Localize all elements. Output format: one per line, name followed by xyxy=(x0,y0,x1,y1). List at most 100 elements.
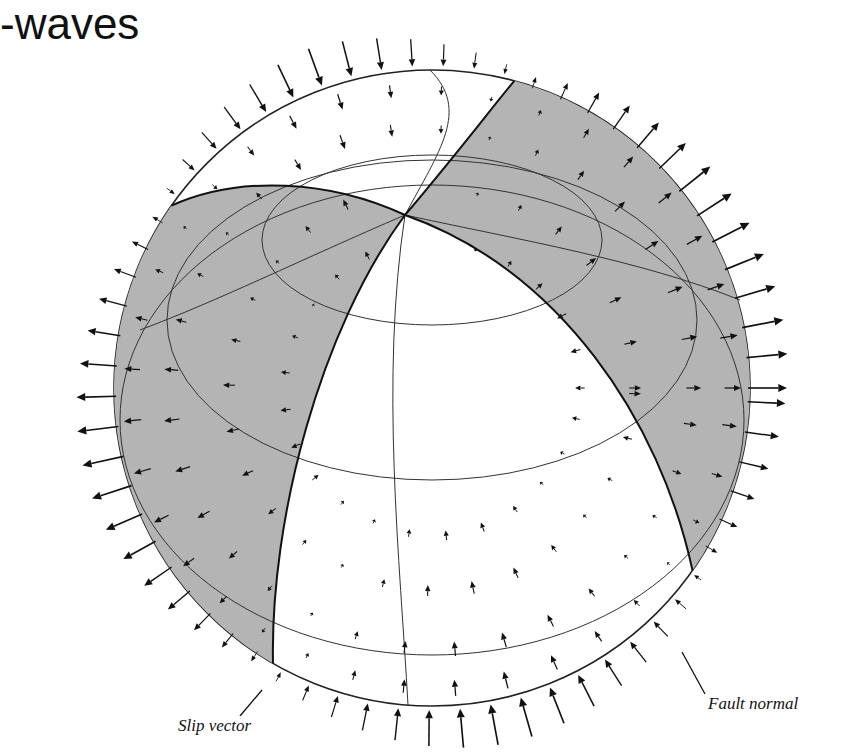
motion-arrow xyxy=(669,564,670,565)
motion-arrow xyxy=(584,134,586,138)
arrow-head xyxy=(760,464,768,471)
motion-arrow xyxy=(748,387,778,389)
motion-arrow xyxy=(86,427,118,431)
arrow-head xyxy=(354,631,359,636)
motion-arrow xyxy=(331,702,336,717)
motion-arrow xyxy=(314,305,315,307)
arrow-head xyxy=(176,318,183,323)
leader-line xyxy=(240,690,262,716)
motion-arrow xyxy=(585,516,587,517)
arrow-head xyxy=(675,599,681,605)
arrow-head xyxy=(169,189,175,194)
arrow-head xyxy=(114,269,121,275)
arrow-head xyxy=(92,492,102,500)
arrow-head xyxy=(295,163,301,170)
heading-text: -waves xyxy=(0,0,139,48)
arrow-head xyxy=(425,710,433,718)
arrow-head xyxy=(589,258,596,264)
motion-arrow xyxy=(428,718,430,746)
motion-arrow xyxy=(233,429,239,430)
arrow-head xyxy=(614,297,621,302)
motion-arrow xyxy=(338,94,341,103)
arrow-head xyxy=(372,519,376,522)
arrow-head xyxy=(550,688,557,697)
arrow-head xyxy=(513,506,517,511)
arrow-head xyxy=(407,529,412,534)
arrow-head xyxy=(711,548,717,553)
arrow-head xyxy=(315,76,323,86)
motion-arrow xyxy=(628,438,632,439)
arrow-head xyxy=(535,150,539,154)
arrow-head xyxy=(571,348,577,353)
motion-arrow xyxy=(539,113,540,116)
arrow-head xyxy=(306,226,311,231)
motion-arrow xyxy=(523,706,532,737)
motion-arrow xyxy=(443,44,445,59)
arrow-head xyxy=(730,423,737,429)
arrow-head xyxy=(472,63,477,69)
arrow-head xyxy=(394,708,401,716)
arrow-head xyxy=(305,653,309,657)
motion-arrow xyxy=(342,41,349,68)
motion-arrow xyxy=(389,85,391,91)
arrow-head xyxy=(518,205,522,209)
motion-arrow xyxy=(377,38,381,62)
arrow-head xyxy=(333,696,339,703)
motion-arrow xyxy=(712,227,741,242)
latitude-line xyxy=(262,155,602,325)
motion-arrow xyxy=(635,647,647,662)
motion-arrow xyxy=(131,541,156,555)
arrow-head xyxy=(341,501,344,504)
arrow-head xyxy=(154,517,162,523)
motion-arrow xyxy=(679,603,686,609)
arrow-head xyxy=(249,149,255,155)
nodal-plane xyxy=(172,185,406,215)
arrow-head xyxy=(572,416,577,421)
arrow-head xyxy=(425,585,430,591)
arrow-head xyxy=(488,705,496,715)
meridian-line xyxy=(405,70,449,215)
motion-arrow xyxy=(708,286,718,290)
nodal-plane xyxy=(405,215,693,570)
motion-arrow xyxy=(697,198,724,216)
arrow-head xyxy=(563,83,568,90)
arrow-head xyxy=(210,142,217,149)
motion-arrow xyxy=(308,230,310,233)
arrow-head xyxy=(310,613,314,616)
motion-arrow xyxy=(151,567,172,581)
arrow-head xyxy=(250,297,254,301)
arrow-head xyxy=(532,77,536,83)
arrow-head xyxy=(346,67,353,76)
arrow-head xyxy=(560,451,563,455)
arrow-head xyxy=(595,631,601,638)
motion-arrow xyxy=(290,116,294,123)
arrow-head xyxy=(635,391,641,397)
arrow-head xyxy=(583,515,586,518)
motion-arrow xyxy=(226,634,233,643)
motion-arrow xyxy=(576,350,580,351)
arrow-head xyxy=(651,123,659,131)
motion-arrow xyxy=(693,520,696,521)
motion-arrow xyxy=(337,277,339,279)
motion-arrow xyxy=(131,368,140,370)
arrow-head xyxy=(452,641,458,648)
motion-arrow xyxy=(233,552,237,555)
arrow-head xyxy=(276,261,279,264)
motion-arrow xyxy=(199,613,211,625)
motion-arrow xyxy=(637,129,653,148)
motion-arrow xyxy=(248,147,251,151)
motion-arrow xyxy=(637,603,640,606)
arrow-head xyxy=(551,545,556,550)
arrow-head xyxy=(242,471,249,476)
arrow-head xyxy=(268,509,274,514)
arrow-head xyxy=(694,575,699,579)
motion-arrow xyxy=(554,549,556,552)
arrow-head xyxy=(231,338,237,343)
motion-arrow xyxy=(346,205,348,210)
motion-arrow xyxy=(355,636,356,640)
motion-arrow xyxy=(362,711,366,731)
arrow-head xyxy=(667,562,670,565)
motion-arrow xyxy=(278,65,290,90)
motion-arrow xyxy=(286,409,291,411)
